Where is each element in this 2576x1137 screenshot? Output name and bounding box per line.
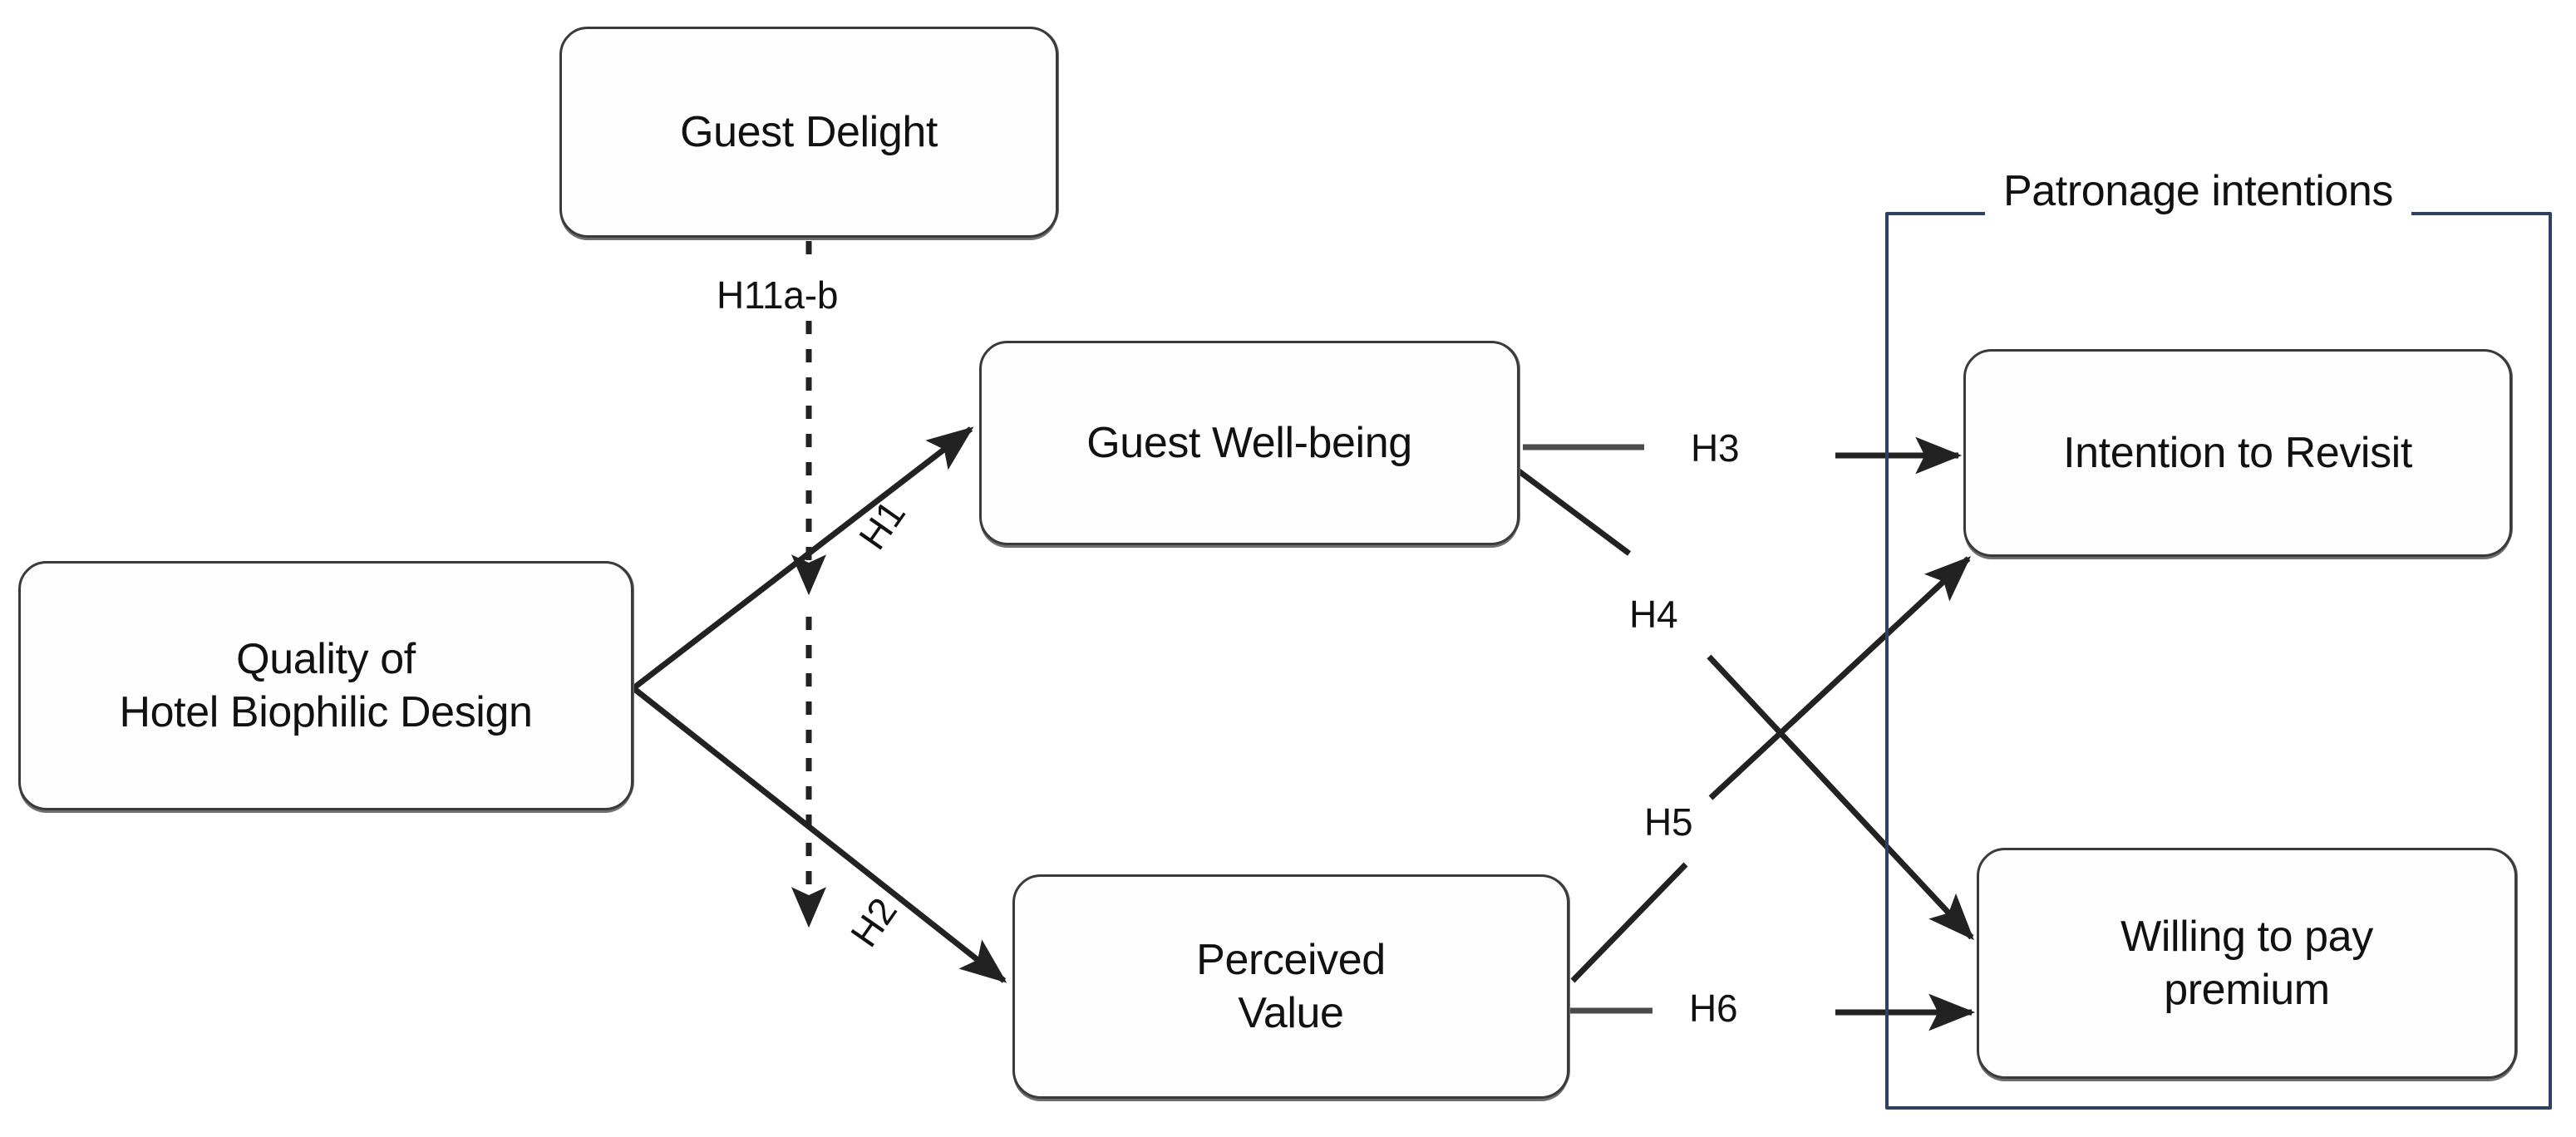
edge-quality-to-perceived [631, 686, 1007, 983]
edge-perceived-to-premium [1561, 993, 1976, 1031]
edge-wellbeing-to-revisit [1523, 436, 1963, 475]
node-perceived-value[interactable]: Perceived Value [1012, 874, 1569, 1099]
edge-label-h3: H3 [1691, 426, 1740, 470]
edge-wellbeing-to-premium [1509, 463, 1974, 941]
edge-label-h5: H5 [1644, 800, 1693, 844]
edge-label-h11a-b: H11a-b [717, 273, 839, 317]
node-willing-to-pay-premium[interactable]: Willing to pay premium [1977, 848, 2517, 1079]
node-intention-to-revisit[interactable]: Intention to Revisit [1963, 349, 2512, 557]
edge-quality-to-wellbeing [631, 426, 974, 691]
node-quality-of-hotel-biophilic-design[interactable]: Quality of Hotel Biophilic Design [18, 561, 633, 810]
edge-perceived-to-revisit [1570, 556, 1972, 983]
edge-label-h6: H6 [1689, 987, 1738, 1030]
node-guest-delight[interactable]: Guest Delight [559, 27, 1058, 238]
node-guest-well-being[interactable]: Guest Well-being [979, 341, 1519, 545]
group-patronage-intentions-label: Patronage intentions [1985, 166, 2412, 216]
edge-label-h4: H4 [1629, 593, 1678, 636]
